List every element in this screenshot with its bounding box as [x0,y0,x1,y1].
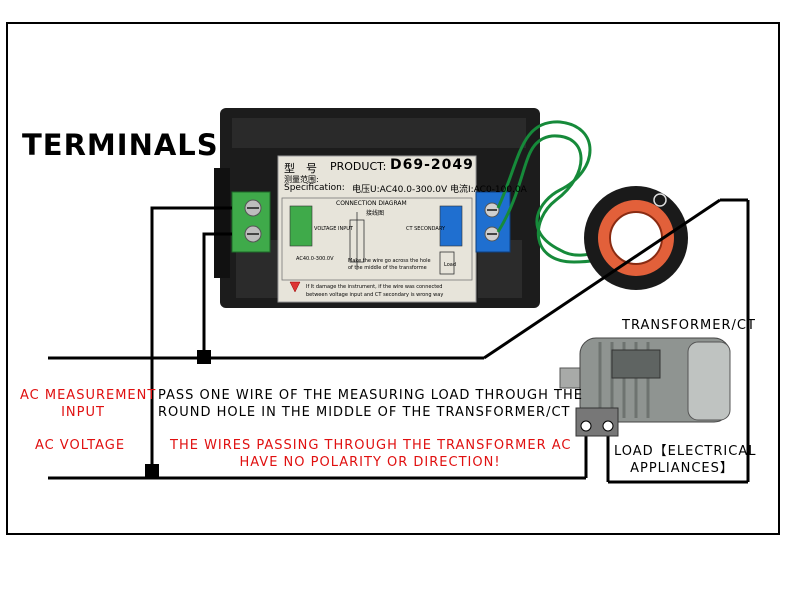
ac-measurement-label-2: INPUT [61,405,105,420]
pass-wire-instruction-1: PASS ONE WIRE OF THE MEASURING LOAD THRO… [158,388,583,403]
meter-product-label: PRODUCT: [330,160,387,173]
meter-spec-values: 电压U:AC40.0-300.0V 电流I:AC0-100.0A [352,185,527,195]
voltage-terminal-block [231,191,271,253]
ac-measurement-label-1: AC MEASUREMENT [20,388,157,403]
pass-wire-instruction-2: ROUND HOLE IN THE MIDDLE OF THE TRANSFOR… [158,405,571,420]
load-appliance-label-2: APPLIANCES】 [630,461,734,476]
terminals-heading: TERMINALS [22,128,219,162]
warning-line-2: between voltage input and CT secondary i… [306,292,444,298]
wiring [48,198,750,484]
current-transformer [584,186,688,290]
panel-meter [214,108,540,308]
diagram-frame [6,22,780,535]
load-label: Load [444,262,456,268]
voltage-range-label: AC40.0-300.0V [296,256,334,262]
diagram-title: CONNECTION DIAGRAM [336,200,407,207]
diagram-title-cn: 接线图 [366,210,385,217]
meter-model: D69-2049 [390,157,474,173]
load-appliance-label-1: LOAD【ELECTRICAL [614,444,757,459]
junction-dot [197,350,211,364]
polarity-note-2: HAVE NO POLARITY OR DIRECTION! [239,455,501,470]
electric-motor [559,337,731,437]
warning-line-1: If It damage the instrument, if the wire… [306,284,443,290]
wire-note-1: Make the wire go across the hole [348,258,431,264]
transformer-label: TRANSFORMER/CT [622,318,756,333]
voltage-input-label: VOLTAGE INPUT [314,226,353,232]
wire-note-2: of the middle of the transforme [348,265,427,271]
meter-range-cn: 测量范围: [284,175,319,184]
junction-dot [145,464,159,478]
ct-secondary-label: CT SECONDARY [406,226,446,232]
ct-lead-wires [496,120,635,264]
ac-voltage-label: AC VOLTAGE [34,438,126,453]
meter-model-prefix: 型 号 [284,162,317,175]
meter-spec-label: Specification: [284,183,345,193]
polarity-note-1: THE WIRES PASSING THROUGH THE TRANSFORME… [170,438,572,453]
